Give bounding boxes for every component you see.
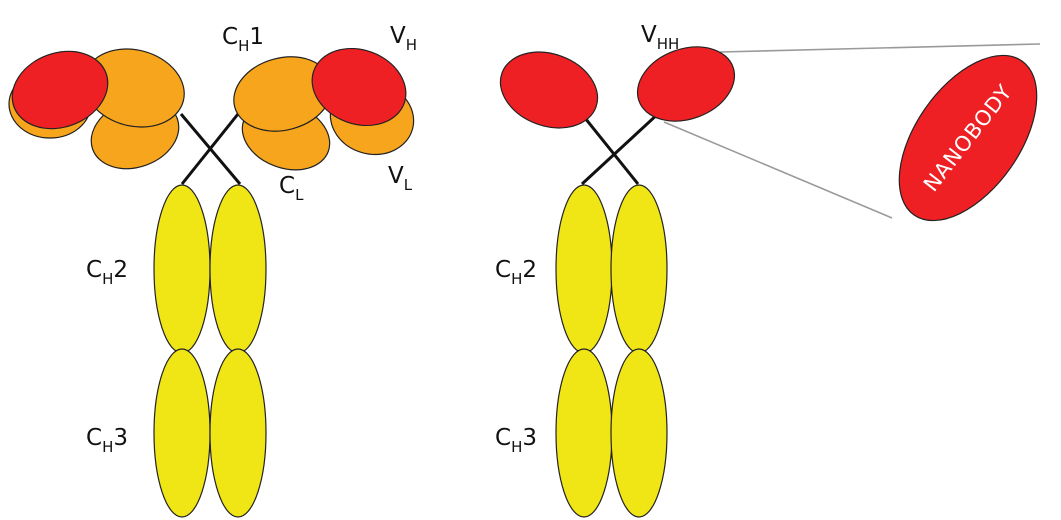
ch3-domain-left-a [153, 348, 211, 518]
hinge-line-hc-left [583, 117, 640, 185]
nanobody-ellipse [898, 54, 1038, 222]
label-vh: VH [390, 23, 417, 54]
fc-region-right [555, 184, 668, 518]
conventional-antibody: CH1 VH VL CL CH2 CH3 [8, 23, 417, 518]
ch3-domain-right-b [610, 348, 668, 518]
vh-domain-right [311, 47, 407, 127]
ch2-domain-right-a [555, 184, 613, 354]
vhh-domain-left [499, 51, 599, 129]
vh-domain-left [11, 50, 109, 130]
label-ch2-right: CH2 [495, 257, 537, 288]
zoom-line-bottom [663, 121, 893, 219]
ch2-domain-left-a [153, 184, 211, 354]
fc-region-left [153, 184, 267, 518]
ch2-domain-right-b [610, 184, 668, 354]
label-vhh: VHH [641, 22, 679, 53]
label-vl: VL [388, 163, 413, 194]
label-ch3-right: CH3 [495, 425, 537, 456]
zoom-line-top [719, 43, 1041, 53]
label-ch3-left: CH3 [86, 425, 128, 456]
label-cl: CL [279, 173, 304, 204]
hinge-line-hc-right [580, 110, 662, 186]
label-ch1: CH1 [222, 24, 264, 55]
fab-arm-left [8, 48, 185, 170]
ch3-domain-left-b [209, 348, 267, 518]
vhh-domain-right [636, 46, 736, 122]
fab-arm-right [233, 47, 415, 171]
label-ch2-left: CH2 [86, 257, 128, 288]
nanobody-enlarged: NANOBODY [898, 54, 1038, 222]
ch2-domain-left-b [209, 184, 267, 354]
heavy-chain-antibody: NANOBODY VHH CH2 CH3 [495, 22, 1041, 518]
ch3-domain-right-a [555, 348, 613, 518]
hinge-line-right [180, 113, 240, 185]
